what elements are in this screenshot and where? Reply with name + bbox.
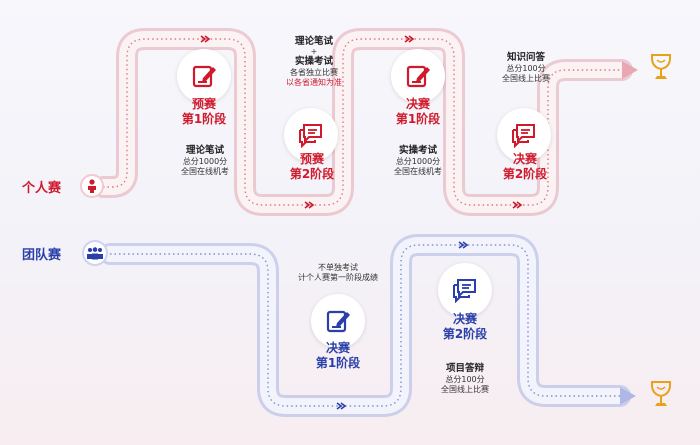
individual-stage-1-note: 理论笔试 总分1000分 全国在线机考 [181, 145, 229, 176]
individual-end-arrow [622, 61, 638, 79]
individual-category-label: 个人赛 [22, 181, 62, 196]
chat-icon [453, 279, 476, 303]
pencil-icon [192, 65, 216, 88]
individual-stage-3-label: 决赛第1阶段 [395, 97, 441, 126]
individual-chevrons [200, 35, 523, 209]
team-stage-1-label: 决赛第1阶段 [315, 341, 361, 370]
chat-icon [299, 124, 322, 148]
individual-stage-1-node [177, 49, 231, 103]
individual-stage-4-label: 决赛第2阶段 [502, 152, 548, 181]
individual-stage-4-node [497, 108, 551, 162]
team-category-label: 团队赛 [22, 248, 62, 263]
pencil-icon [406, 65, 430, 88]
individual-stage-1-label: 预赛第1阶段 [181, 97, 227, 126]
individual-stage-3-node [391, 49, 445, 103]
group-icon [84, 242, 106, 264]
person-icon [82, 176, 102, 196]
trophy-icon [651, 381, 671, 406]
pencil-icon [326, 310, 350, 333]
team-chevrons [336, 241, 469, 410]
team-stage-1-note: 不单独考试 计个人赛第一阶段成绩 [298, 263, 378, 282]
individual-stage-4-note: 知识问答 总分100分 全国线上比赛 [502, 52, 550, 83]
team-stage-2-label: 决赛第2阶段 [442, 312, 488, 341]
individual-stage-3-note: 实操考试 总分1000分 全国在线机考 [394, 145, 442, 176]
team-stage-1-node [311, 294, 365, 348]
individual-stage-2-note: 理论笔试 + 实操考试 各省独立比赛 以各省通知为准 [286, 36, 342, 87]
individual-stage-2-node [284, 108, 338, 162]
team-stage-2-node [438, 263, 492, 317]
team-path [99, 234, 636, 417]
trophy-icon [651, 54, 671, 79]
individual-path [92, 28, 638, 216]
team-stage-2-note: 项目答辩 总分100分 全国线上比赛 [441, 363, 489, 394]
team-end-arrow [620, 387, 636, 405]
chat-icon [512, 124, 535, 148]
individual-stage-2-label: 预赛第2阶段 [289, 152, 335, 181]
